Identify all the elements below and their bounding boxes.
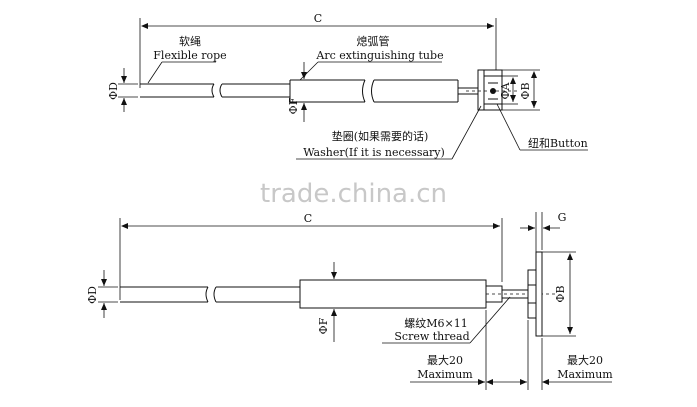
flexible-rope-leader — [147, 61, 163, 84]
max-left-label-cn: 最大20 — [427, 353, 463, 367]
top-phi-f-label: ΦF — [287, 97, 300, 114]
arc-tube-label-cn: 熄弧管 — [357, 34, 390, 48]
top-c-label: C — [314, 12, 322, 25]
top-phi-d-label: ΦD — [107, 82, 120, 100]
flexible-rope-label-cn: 软绳 — [179, 34, 201, 48]
arc-tube-label-en: Arc extinguishing tube — [315, 49, 443, 62]
max-right-label-en: Maximum — [557, 368, 613, 381]
flexible-rope — [140, 83, 290, 98]
arc-extinguishing-tube — [289, 79, 478, 103]
arc-tube-leader — [299, 61, 319, 81]
button-label: 纽和Button — [528, 136, 588, 150]
bottom-drawing: C ΦD — [86, 211, 613, 390]
top-drawing: C — [107, 12, 588, 160]
bottom-phi-d-label: ΦD — [86, 286, 99, 304]
button-leader — [496, 103, 521, 151]
top-phi-a-label: ΦA — [499, 81, 512, 99]
thread-leader — [469, 296, 511, 344]
max-right-label-cn: 最大20 — [567, 353, 603, 367]
max-left-label-en: Maximum — [417, 368, 473, 381]
g-label: G — [558, 211, 567, 224]
bottom-phi-b-label: ΦB — [554, 285, 567, 302]
thread-label-cn: 螺纹M6×11 — [404, 316, 467, 330]
bottom-arc-tube — [299, 279, 556, 309]
watermark: trade.china.cn — [260, 179, 447, 209]
washer-label-cn: 垫圈(如果需要的话) — [332, 129, 429, 143]
bottom-button-flange — [527, 251, 543, 337]
button-head — [466, 69, 520, 111]
bottom-phi-f-label: ΦF — [317, 317, 330, 334]
bottom-flexible-rope — [120, 286, 300, 303]
bottom-c-label: C — [304, 212, 312, 225]
washer-leader — [451, 105, 482, 160]
washer-label-en: Washer(If it is necessary) — [303, 146, 445, 159]
top-phi-b-label: ΦB — [519, 82, 532, 99]
flexible-rope-label-en: Flexible rope — [153, 49, 226, 62]
thread-label-en: Screw thread — [394, 330, 469, 343]
